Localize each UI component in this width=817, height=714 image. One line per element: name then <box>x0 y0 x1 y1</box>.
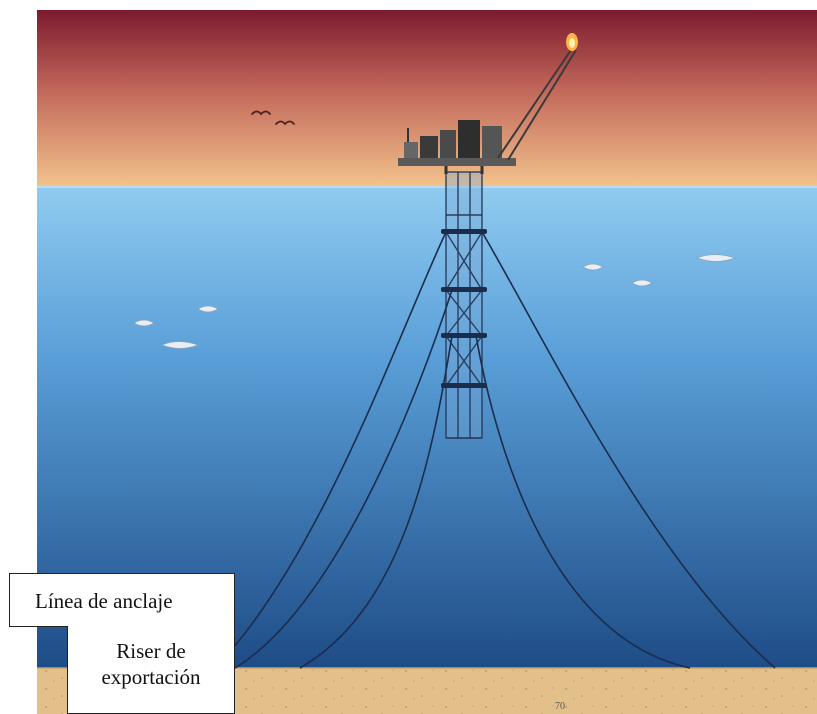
anchor-line-right <box>481 231 776 669</box>
page-number: 70 <box>555 701 565 712</box>
flare-boom <box>497 46 577 161</box>
anchor-line-label: Línea de anclaje <box>9 573 235 627</box>
export-riser-left <box>234 289 453 669</box>
bird-icon <box>251 110 271 116</box>
spar-hull <box>445 171 483 439</box>
fish-icon <box>133 319 155 327</box>
flare-icon <box>566 33 578 51</box>
fish-icon <box>582 263 604 271</box>
fish-icon <box>695 254 737 262</box>
riser-inner-right <box>475 335 691 669</box>
export-riser-text-line2: exportación <box>101 665 201 689</box>
bird-icon <box>275 120 295 126</box>
export-riser-label: Riser de exportación <box>67 626 235 714</box>
topsides-deck <box>398 120 516 174</box>
riser-inner-left <box>299 335 453 669</box>
mooring-lines <box>214 231 776 669</box>
anchor-line-left <box>214 231 447 669</box>
fish-icon <box>631 279 653 287</box>
export-riser-text-line1: Riser de <box>116 639 186 663</box>
anchor-line-text: Línea de anclaje <box>35 589 173 613</box>
fish-icon <box>160 341 200 349</box>
fish-icon <box>197 305 219 313</box>
